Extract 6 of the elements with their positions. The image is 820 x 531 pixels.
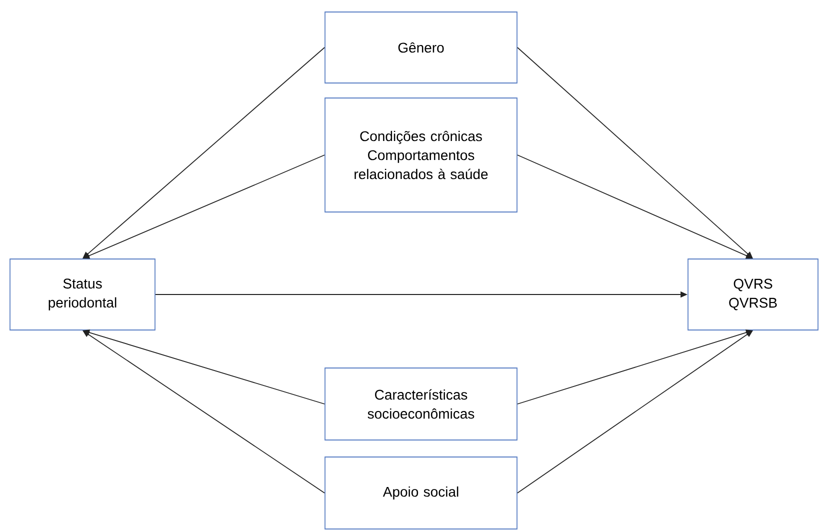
text-box: Gênero [324, 12, 518, 84]
text-box: QVRS QVRSB [688, 258, 818, 330]
text-box: Condições crônicas Comportamentos relacionados à saúde [324, 98, 518, 212]
text-box: Características socioeconômicas [324, 368, 518, 440]
text-box: Status periodontal [10, 258, 156, 330]
text-box: Apoio social [324, 456, 518, 530]
